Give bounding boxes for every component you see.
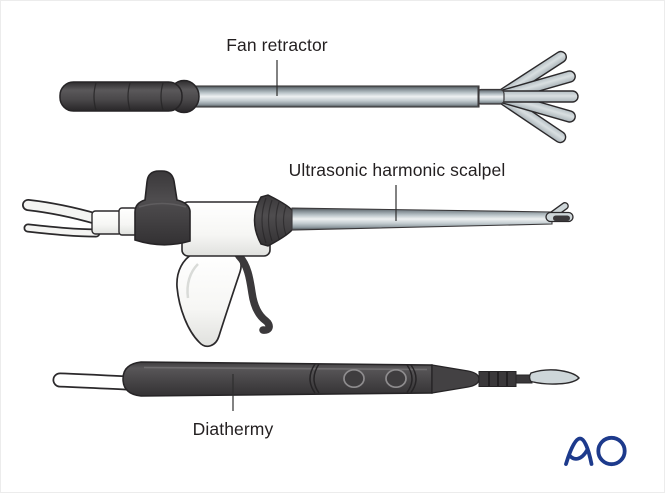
fan-retractor-hub [476,88,505,105]
diathermy-ribs [478,371,517,387]
diathermy-nose [431,364,480,394]
scalpel-shaft [291,207,553,231]
cone-ribs [261,197,287,244]
diathermy-label: Diathermy [192,419,274,439]
body-seams [309,363,417,394]
scalpel-cable-connector [91,210,123,235]
diathermy-illustration [52,361,580,397]
grip-highlight [186,263,199,299]
fan-retractor-label: Fan retractor [226,35,328,55]
body-highlight [143,366,428,371]
knob-seam [138,202,187,208]
ultrasonic-scalpel-label: Ultrasonic harmonic scalpel [288,160,506,180]
scalpel-grip [176,252,242,348]
fan-retractor-handle [59,79,200,114]
ao-logo [563,433,631,469]
fan-retractor-blades [493,50,579,144]
scalpel-tip-jaws [545,202,574,223]
scalpel-knob [134,170,191,246]
ultrasonic-scalpel-illustration [22,170,574,348]
fan-retractor-illustration [59,50,579,144]
scalpel-cable [22,199,103,238]
scalpel-cone [253,194,294,247]
scalpel-trigger [235,252,273,334]
diathermy-cable [52,372,135,391]
fan-retractor-shaft [187,85,480,108]
ao-logo-glyph [564,435,627,467]
diathermy-blade-tip [528,369,580,385]
diathermy-buttons [343,368,407,389]
